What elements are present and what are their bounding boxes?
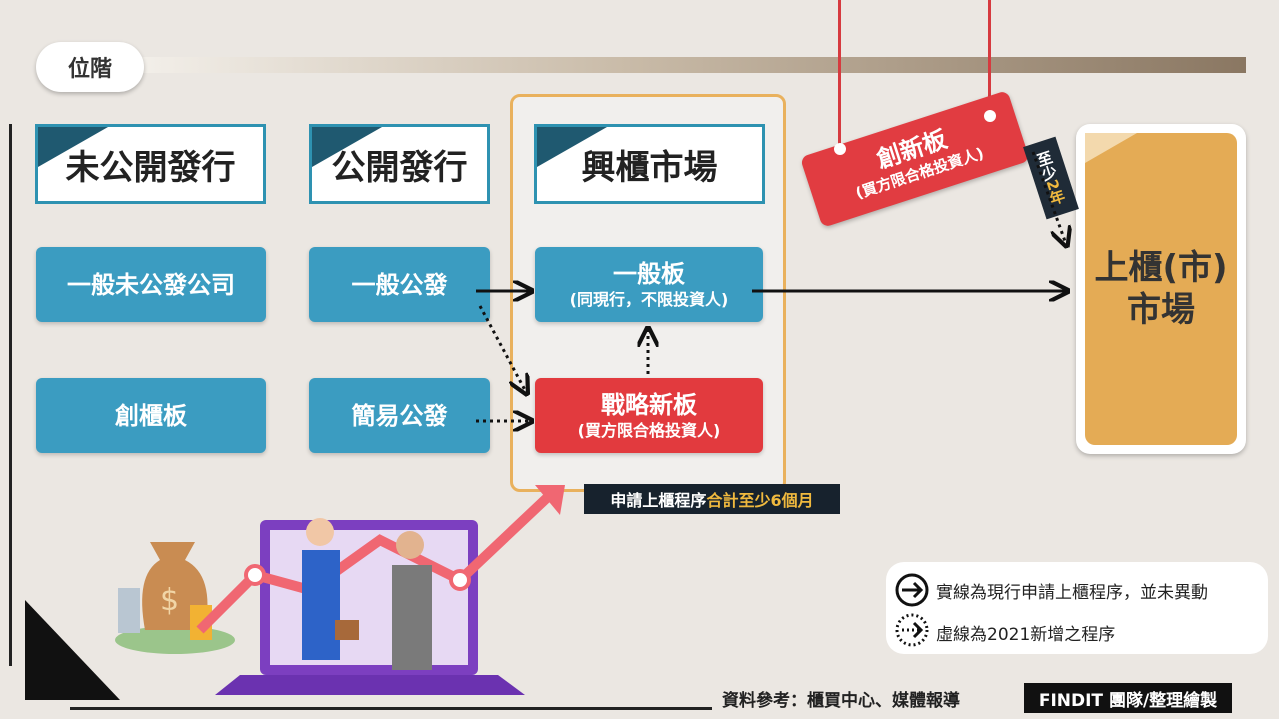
header-public-label: 公開發行: [331, 147, 468, 188]
note-prefix: 申請上櫃程序: [610, 491, 707, 510]
note-highlight: 合計至少6個月: [706, 491, 814, 510]
brand-badge: FINDIT 團隊/整理繪製: [1024, 683, 1232, 713]
corner-triangle-icon: [25, 600, 120, 700]
section-bar: [120, 57, 1246, 73]
arrow-public-to-strategic: [478, 305, 526, 392]
box-general-board-title: 一般板: [613, 259, 685, 288]
box-strategic-board: 戰略新板 (買方限合格投資人): [535, 378, 763, 453]
businessman-right-icon: [392, 565, 432, 670]
bottom-line: [70, 707, 712, 710]
header-corner-icon: [537, 127, 607, 167]
box-innovation-board: 創櫃板: [36, 378, 266, 453]
box-general-public: 一般公發: [309, 247, 490, 322]
tag-string-left: [838, 0, 841, 148]
application-note: 申請上櫃程序合計至少6個月: [584, 484, 840, 514]
box-general-public-label: 一般公發: [351, 270, 448, 299]
legend-solid-label: 實線為現行申請上櫃程序，並未異動: [936, 583, 1208, 603]
legend: 實線為現行申請上櫃程序，並未異動 虛線為2021新增之程序: [886, 562, 1268, 654]
otc-market-box: 上櫃(市) 市場: [1076, 124, 1246, 454]
header-public: 公開發行: [309, 124, 490, 204]
header-corner-icon: [38, 127, 108, 167]
solid-arrow-icon: [895, 573, 929, 607]
box-innovation-board-label: 創櫃板: [115, 401, 187, 430]
tag-hole-right-icon: [984, 110, 996, 122]
box-strategic-board-title: 戰略新板: [601, 390, 697, 419]
source-text: 資料參考：櫃買中心、媒體報導: [722, 691, 960, 711]
otc-market-line1: 上櫃(市): [1094, 248, 1228, 288]
legend-dotted-label: 虛線為2021新增之程序: [936, 625, 1116, 645]
laptop-base-icon: [215, 675, 525, 695]
hourglass-icon: [118, 588, 140, 633]
box-general-board: 一般板 (同現行，不限投資人): [535, 247, 763, 322]
left-edge-line: [9, 124, 12, 666]
business-illustration: $: [25, 485, 565, 700]
growth-line-icon: [196, 491, 554, 634]
box-simple-public-label: 簡易公發: [351, 401, 448, 430]
header-unlisted-label: 未公開發行: [65, 147, 236, 188]
otc-market-inner: 上櫃(市) 市場: [1085, 133, 1237, 445]
tag-hole-left-icon: [834, 143, 846, 155]
dotted-arrow-icon: [895, 613, 929, 647]
box-simple-public: 簡易公發: [309, 378, 490, 453]
section-label: 位階: [36, 42, 144, 92]
header-corner-icon: [312, 127, 382, 167]
box-general-unlisted-label: 一般未公發公司: [67, 270, 235, 299]
arrow-innovation-to-otc: [1031, 151, 1066, 244]
header-unlisted: 未公開發行: [35, 124, 266, 204]
box-general-unlisted: 一般未公發公司: [36, 247, 266, 322]
box-strategic-board-sub: (買方限合格投資人): [577, 420, 721, 440]
header-emerging: 興櫃市場: [534, 124, 765, 204]
otc-corner-icon: [1085, 133, 1137, 163]
svg-text:$: $: [160, 583, 179, 618]
briefcase-icon: [335, 620, 359, 640]
tag-string-right: [988, 0, 991, 116]
businessman-left-icon: [302, 550, 340, 660]
header-emerging-label: 興櫃市場: [581, 147, 718, 188]
otc-market-line2: 市場: [1126, 290, 1195, 330]
box-general-board-sub: (同現行，不限投資人): [569, 289, 729, 309]
